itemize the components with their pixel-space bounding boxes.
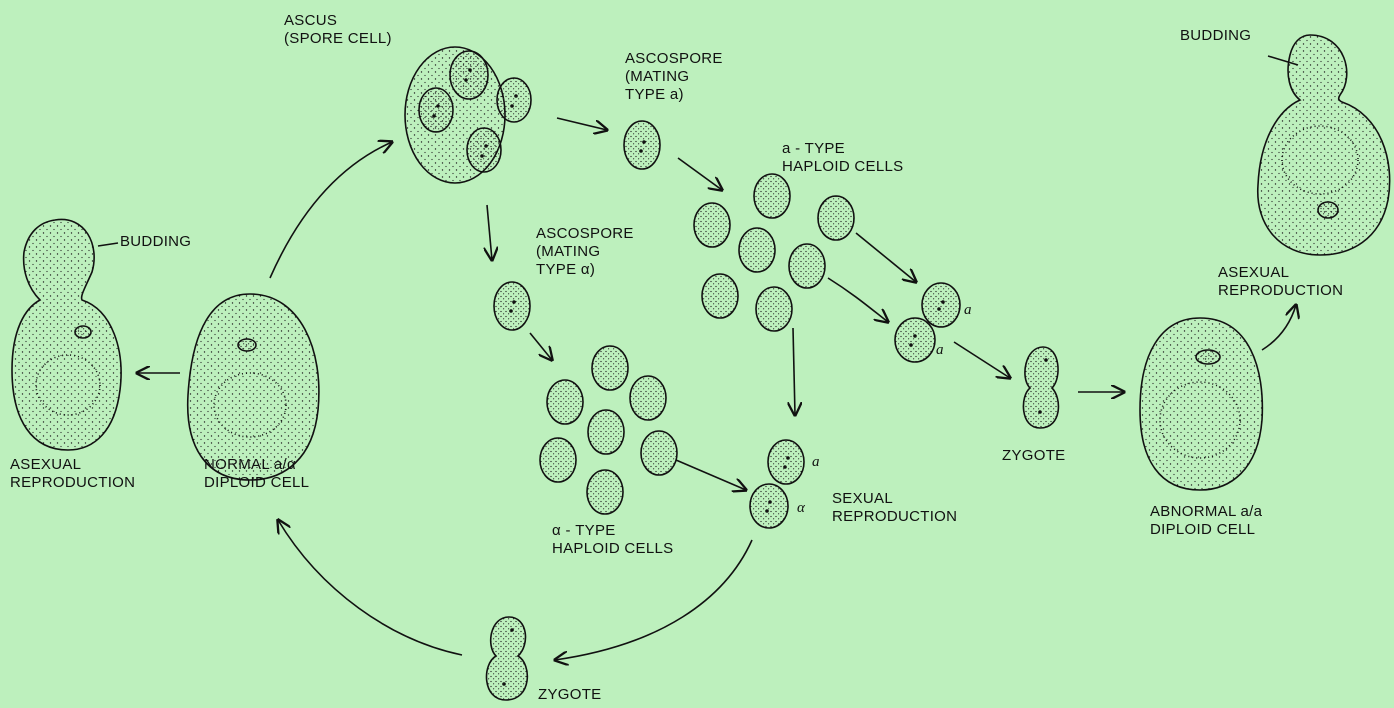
ascus-cell <box>405 47 531 183</box>
ascospore-alpha-cell <box>494 282 530 330</box>
label-budding-right: BUDDING <box>1180 27 1251 45</box>
budding-cell-right <box>1258 35 1390 255</box>
zygote-bottom-cell <box>487 617 528 700</box>
label-zygote-bottom: ZYGOTE <box>538 686 601 704</box>
label-budding-left: BUDDING <box>120 233 191 251</box>
a-a-mating-pair <box>895 283 960 362</box>
normal-diploid-cell <box>188 294 319 480</box>
mark-a-2: a <box>936 342 944 359</box>
alpha-type-haploid-cells <box>540 346 677 514</box>
label-zygote-right: ZYGOTE <box>1002 447 1065 465</box>
nuclei-dots <box>432 68 1048 686</box>
ascospore-a-cell <box>624 121 660 169</box>
a-alpha-mating-pair <box>750 440 804 528</box>
label-ascus: ASCUS(SPORE CELL) <box>284 12 392 48</box>
budding-cell-left <box>12 219 121 450</box>
zygote-right-cell <box>1023 347 1058 428</box>
mark-a-3: a <box>812 454 820 471</box>
a-type-haploid-cells <box>694 174 854 331</box>
mark-alpha: α <box>797 500 805 517</box>
mark-a-1: a <box>964 302 972 319</box>
abnormal-diploid-cell <box>1140 318 1262 490</box>
